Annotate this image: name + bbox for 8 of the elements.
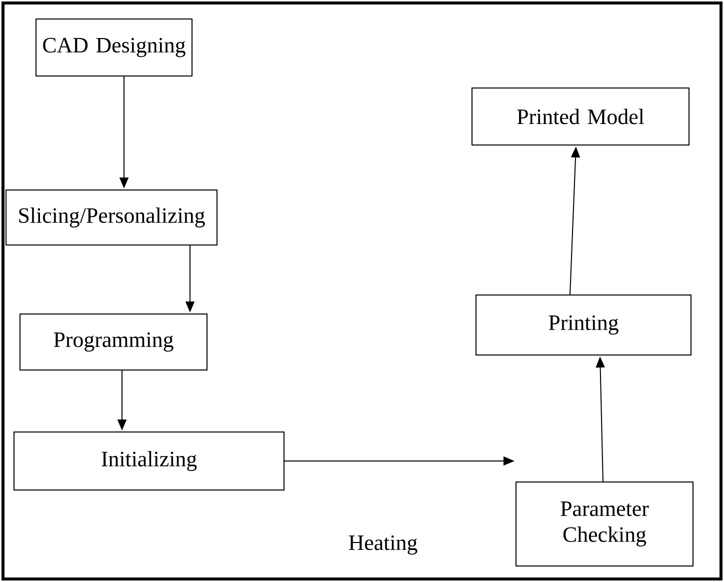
process-box: Programming [20, 314, 208, 370]
edge-label: Heating [347, 534, 419, 556]
process-box: CAD Designing [36, 18, 192, 76]
process-box: Slicing/Personalizing [6, 190, 218, 246]
process-box: Printing [476, 294, 692, 356]
process-box: Initializing [14, 432, 284, 490]
process-box: Parameter Checking [516, 482, 694, 566]
process-box: Printed Model [472, 88, 690, 146]
